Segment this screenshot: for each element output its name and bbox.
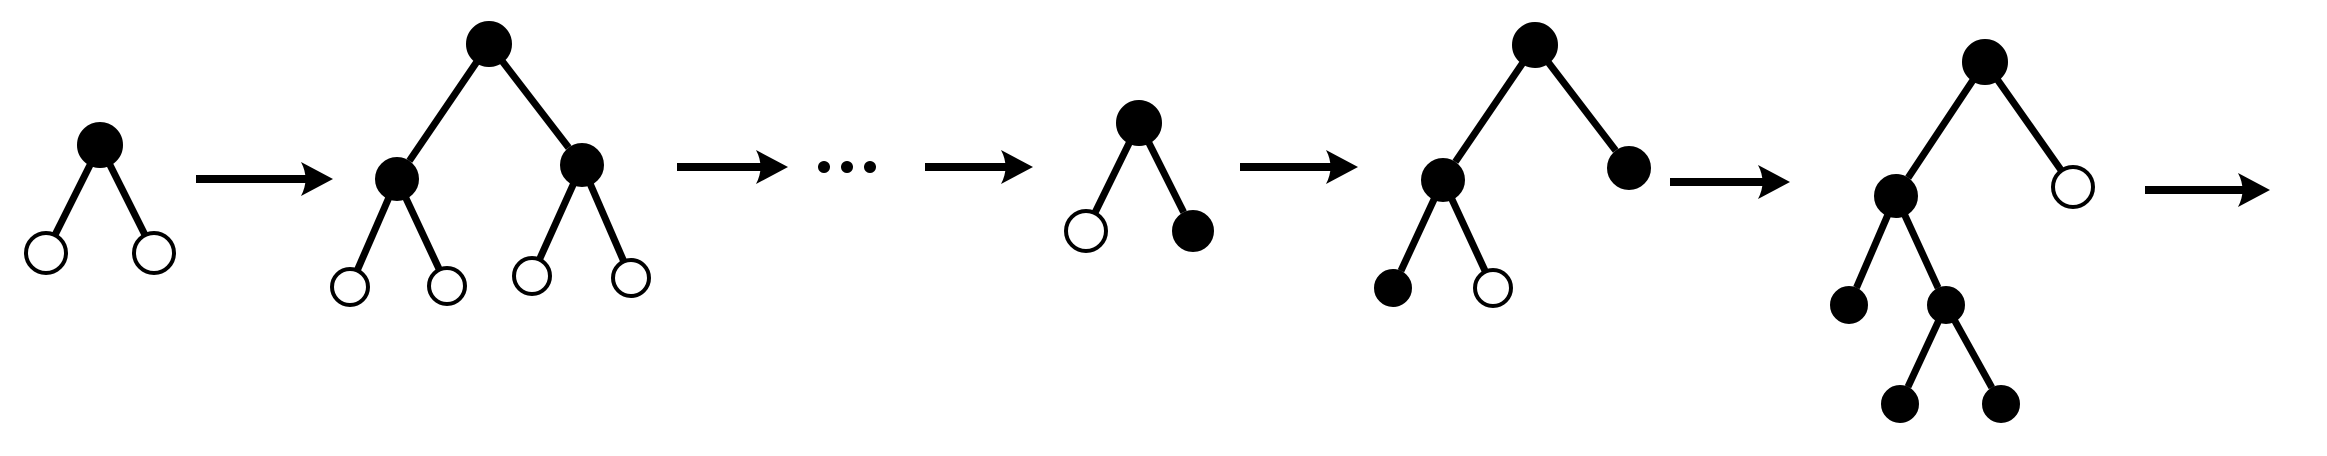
node-filled: [1421, 158, 1465, 202]
node-open: [512, 256, 552, 296]
tree-edge: [1853, 212, 1892, 289]
arrow-1: [196, 162, 333, 196]
arrow-3: [925, 150, 1033, 184]
ellipsis-dot: [841, 161, 853, 173]
node-filled: [1881, 385, 1919, 423]
tree-tree-1: [24, 122, 176, 275]
tree-edge: [536, 180, 578, 261]
node-filled: [1374, 269, 1412, 307]
tree-edge: [52, 161, 95, 236]
ellipsis-dot: [864, 161, 876, 173]
tree-edge: [1950, 317, 1995, 390]
ellipsis-dot: [818, 161, 830, 173]
tree-edge: [401, 194, 443, 271]
node-open: [330, 267, 370, 307]
arrow-4: [1240, 150, 1358, 184]
tree-edge: [1544, 58, 1619, 153]
tree-edge: [1900, 211, 1942, 290]
arrow-head: [1326, 150, 1358, 184]
tree-edge: [1397, 195, 1439, 273]
arrow-head: [1758, 165, 1790, 199]
tree-edge: [586, 181, 627, 262]
node-open: [611, 258, 651, 298]
node-filled: [1512, 22, 1558, 68]
tree-edge: [1905, 76, 1977, 180]
arrow-6: [2145, 173, 2270, 207]
node-open: [1064, 209, 1108, 253]
tree-edge: [1452, 59, 1527, 164]
node-filled: [1607, 146, 1651, 190]
arrow-head: [2238, 173, 2270, 207]
tree-edge: [105, 161, 148, 236]
node-filled: [375, 157, 419, 201]
tree-tree-4: [1374, 22, 1651, 308]
node-filled: [1982, 385, 2020, 423]
tree-edge: [354, 195, 393, 271]
tree-edge: [1993, 76, 2064, 172]
node-filled: [1962, 39, 2008, 85]
node-open: [2051, 165, 2095, 209]
arrow-5: [1670, 165, 1790, 199]
node-filled: [1830, 286, 1868, 324]
arrow-head: [1001, 150, 1033, 184]
node-filled: [466, 21, 512, 67]
tree-edge: [498, 57, 572, 150]
tree-tree-3: [1064, 100, 1214, 253]
arrow-2: [677, 150, 788, 184]
tree-tree-2: [330, 21, 651, 307]
node-open: [1473, 268, 1513, 308]
node-filled: [77, 122, 123, 168]
tree-edge: [1092, 139, 1134, 214]
node-filled: [1874, 174, 1918, 218]
node-open: [24, 231, 68, 275]
arrow-head: [301, 162, 333, 196]
ellipsis-dots: [818, 161, 876, 173]
arrow-head: [756, 150, 788, 184]
tree-edge: [406, 58, 481, 163]
node-filled: [1116, 100, 1162, 146]
node-open: [132, 231, 176, 275]
node-filled: [560, 143, 604, 187]
tree-tree-5: [1830, 39, 2095, 423]
tree-edge: [1144, 139, 1187, 214]
node-filled: [1927, 286, 1965, 324]
node-open: [427, 266, 467, 306]
tree-edge: [1904, 318, 1943, 389]
tree-edge: [1447, 195, 1489, 273]
node-filled: [1172, 210, 1214, 252]
